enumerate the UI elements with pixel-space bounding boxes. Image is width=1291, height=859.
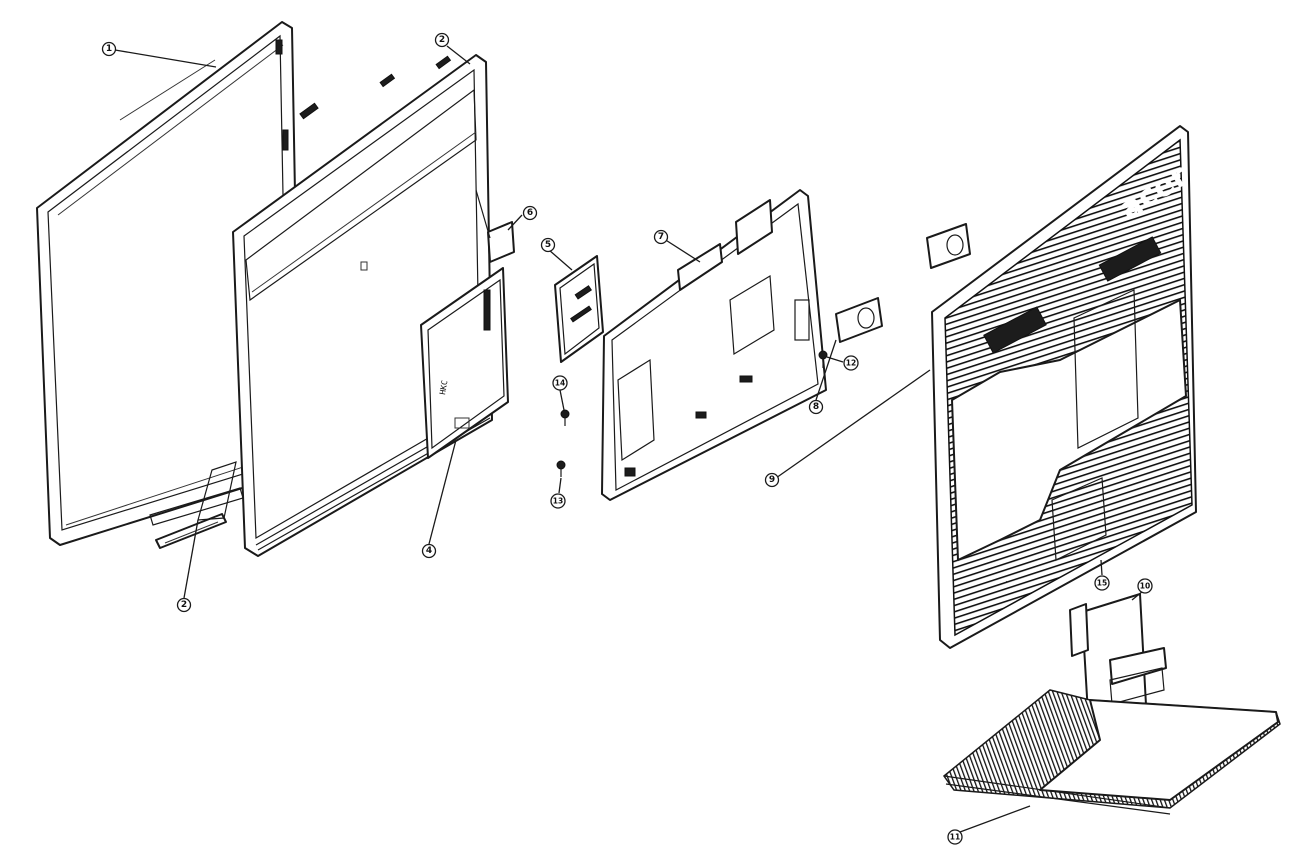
interface-board <box>554 255 604 363</box>
rear-cover: acer <box>931 125 1197 649</box>
callout-9: 9 <box>764 472 780 488</box>
callout-label: 15 <box>1097 579 1107 588</box>
callout-label: 5 <box>545 240 551 250</box>
screw-12 <box>818 350 828 368</box>
callout-2-panel: 2 <box>434 32 450 48</box>
callout-label: 13 <box>553 497 563 506</box>
screw-14 <box>560 409 570 426</box>
callout-8: 8 <box>808 399 824 415</box>
callout-13: 13 <box>550 493 566 509</box>
callout-6: 6 <box>522 205 538 221</box>
panel-board-label: HKC <box>438 379 449 395</box>
callout-label: 8 <box>813 402 819 412</box>
callout-12: 12 <box>843 355 859 371</box>
callout-label: 12 <box>846 359 856 368</box>
cable <box>475 189 515 263</box>
callout-label: 14 <box>555 379 565 388</box>
panel-board: HKC <box>420 267 509 459</box>
callout-label: 2 <box>181 600 187 610</box>
callout-2-keyboard: 2 <box>176 597 192 613</box>
leader-lines <box>114 45 1144 833</box>
callout-label: 7 <box>658 232 664 242</box>
callout-15: 15 <box>1094 575 1110 591</box>
screw-13 <box>556 460 566 477</box>
stand-base <box>942 689 1281 815</box>
callout-label: 4 <box>426 546 432 556</box>
key-board <box>155 461 237 549</box>
callout-label: 2 <box>439 35 445 45</box>
callout-label: 11 <box>950 833 960 842</box>
callout-label: 6 <box>527 208 533 218</box>
callout-4: 4 <box>421 543 437 559</box>
callout-1: 1 <box>101 41 117 57</box>
callout-11: 11 <box>947 829 963 845</box>
callout-10: 10 <box>1137 578 1153 594</box>
callout-label: 9 <box>769 475 775 485</box>
callout-5: 5 <box>540 237 556 253</box>
main-frame <box>601 189 827 501</box>
callout-label: 10 <box>1140 582 1150 591</box>
speaker <box>835 223 971 343</box>
callout-label: 1 <box>106 44 112 54</box>
callout-14: 14 <box>552 375 568 391</box>
callout-7: 7 <box>653 229 669 245</box>
